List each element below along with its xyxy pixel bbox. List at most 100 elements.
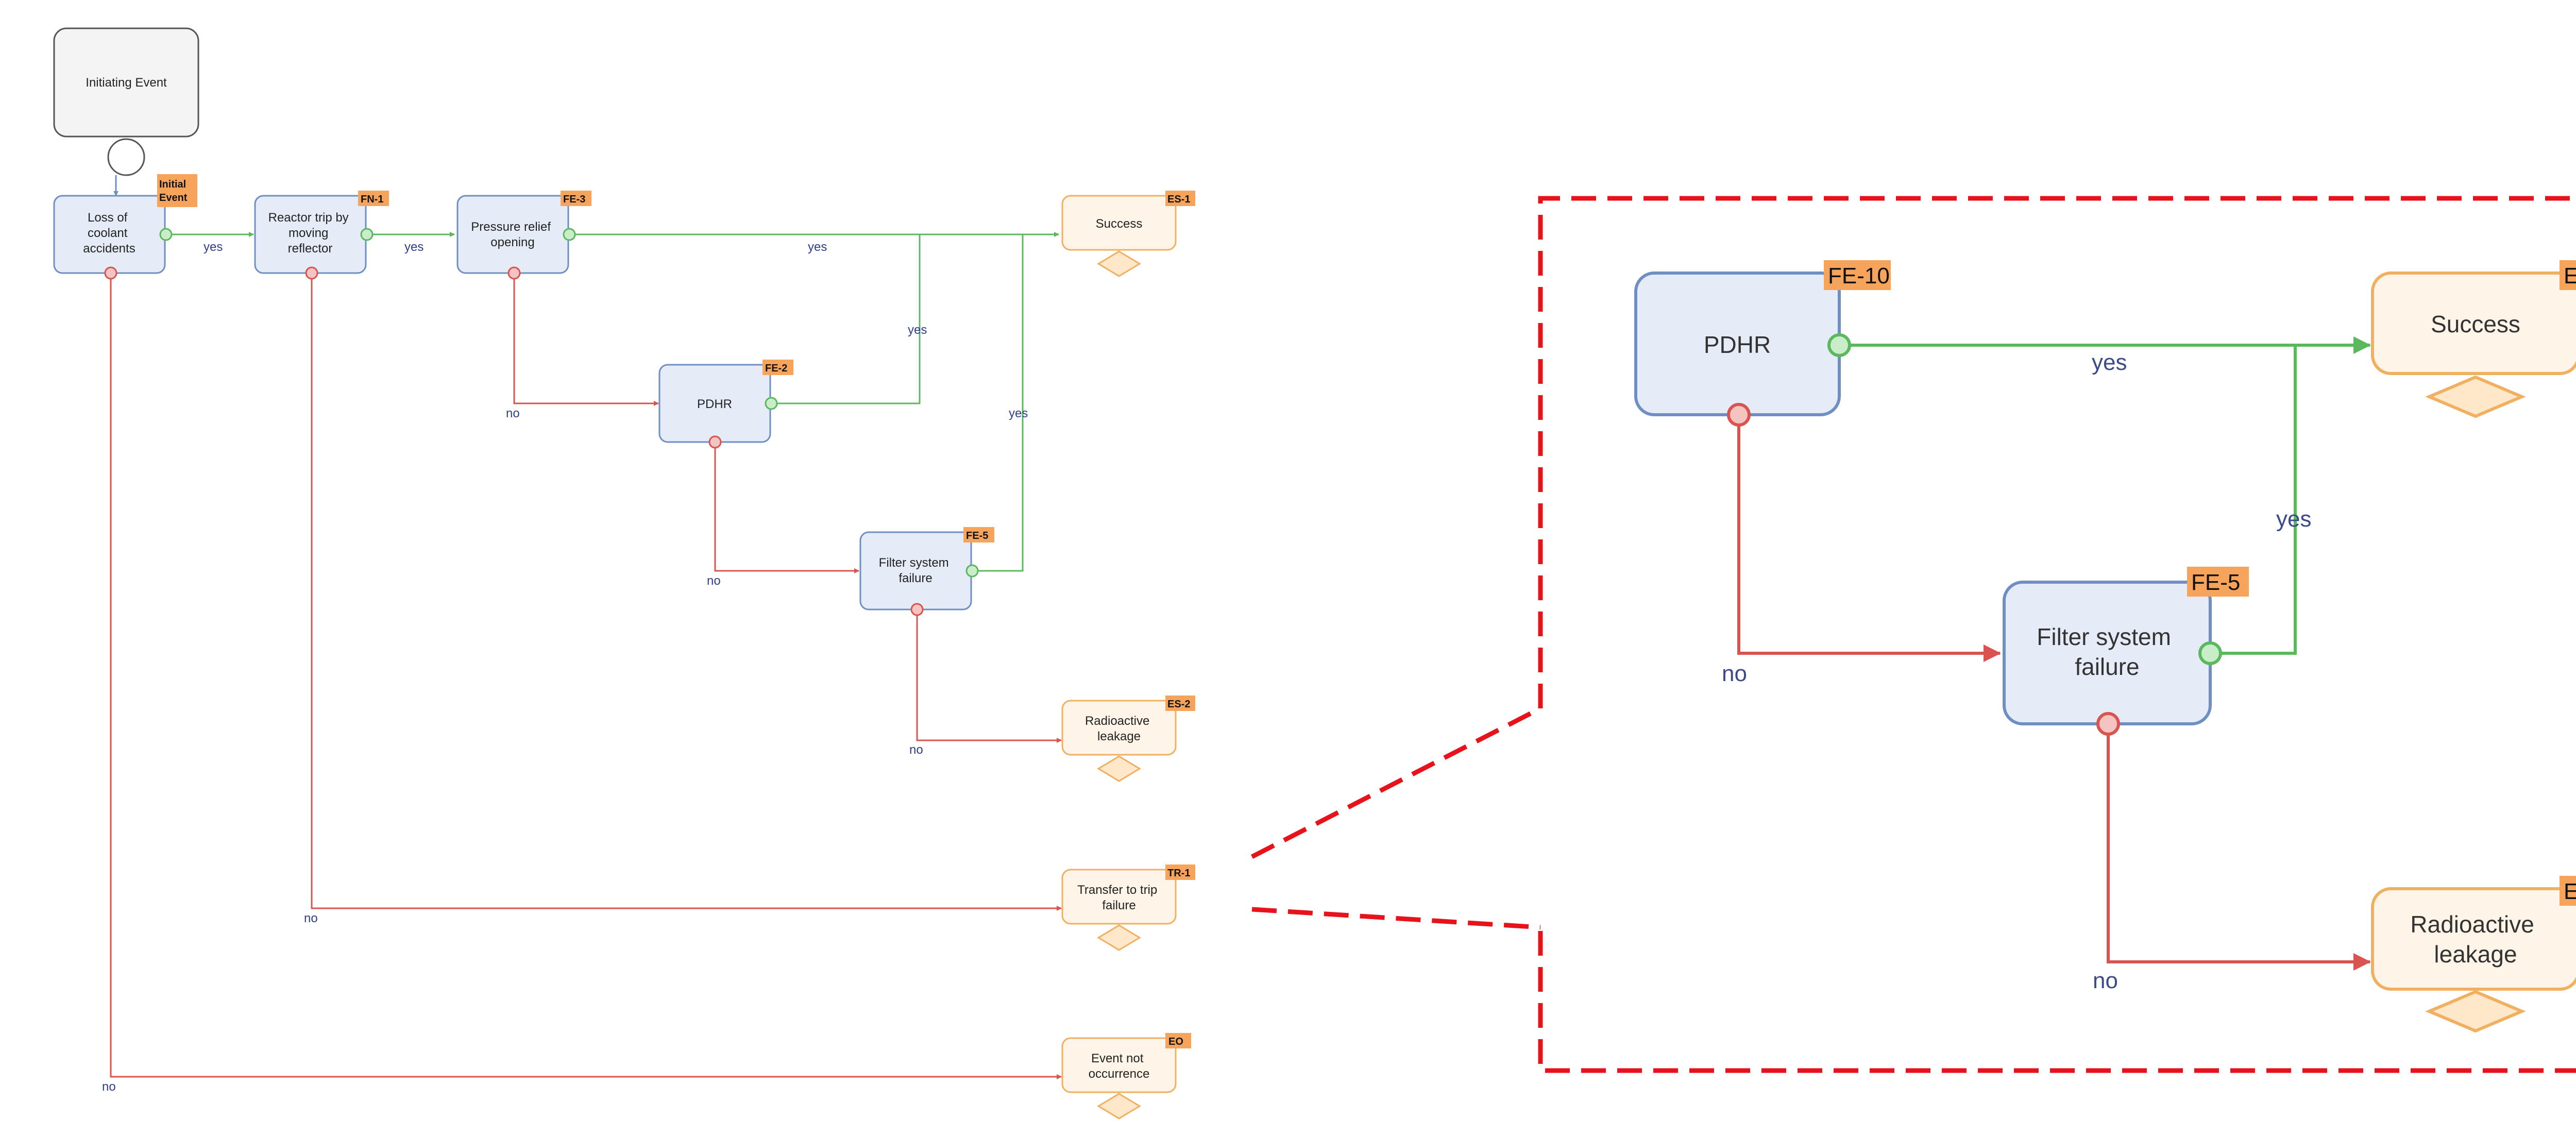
- end-state-transfer-tag: [1165, 864, 1195, 880]
- node-relief-yes-port[interactable]: [563, 228, 576, 241]
- zoom-end-state-success-diamond: [2425, 375, 2526, 418]
- node-relief-tag: [561, 191, 591, 206]
- zoom-edge-label-pdhr-yes: yes: [2092, 350, 2127, 375]
- end-state-leakage-diamond: [1097, 755, 1141, 782]
- end-state-success-tag-label: ES-1: [1167, 194, 1190, 205]
- end-state-not-occurrence-tag-label: EO: [1168, 1036, 1183, 1047]
- zoom-node-filter-label: Filter system failure: [2037, 623, 2177, 680]
- edge-filter-yes: [971, 234, 1024, 572]
- end-state-leakage-tag-label: ES-2: [1167, 699, 1190, 710]
- node-filter-tag: [963, 527, 994, 542]
- zoom-callout: yes yes no no PDHR FE-10 Filter system f…: [1250, 196, 2576, 1073]
- edge-label-loca-no: no: [102, 1080, 116, 1094]
- main-diagram: Initiating Event yes yes yes yes yes no …: [53, 27, 1195, 1120]
- end-state-success[interactable]: Success ES-1: [1061, 191, 1195, 277]
- edge-label-filter-yes: yes: [1009, 406, 1028, 420]
- end-state-transfer-label: Transfer to trip failure: [1077, 883, 1161, 912]
- zoom-edge-pdhr-no: [1737, 415, 2001, 662]
- zoom-node-pdhr[interactable]: PDHR FE-10: [1634, 260, 1891, 427]
- node-relief-tag-label: FE-3: [563, 194, 585, 205]
- edge-filter-no: [916, 609, 1062, 743]
- edge-label-filter-no: no: [909, 743, 923, 757]
- zoom-end-state-leakage-diamond: [2425, 990, 2526, 1033]
- end-state-leakage-label: Radioactive leakage: [1085, 714, 1153, 743]
- node-pdhr-tag-label: FE-2: [765, 363, 787, 374]
- edge-label-trip-no: no: [304, 911, 318, 925]
- node-pdhr-tag: [762, 360, 793, 375]
- edge-label-loca-yes: yes: [204, 240, 223, 254]
- node-loca-label: Loss of coolant accidents: [83, 211, 135, 256]
- zoom-node-pdhr-label: PDHR: [1704, 331, 1771, 358]
- edge-label-relief-no: no: [506, 406, 520, 420]
- node-loca-no-port[interactable]: [104, 266, 117, 280]
- zoom-edge-label-filter-no: no: [2093, 968, 2118, 993]
- node-loca-yes-port[interactable]: [159, 228, 173, 241]
- node-loca-tag: [157, 174, 197, 207]
- node-pdhr-label: PDHR: [697, 397, 732, 411]
- edge-label-trip-yes: yes: [404, 240, 423, 254]
- zoom-node-filter-yes-port[interactable]: [2198, 641, 2222, 665]
- zoom-node-filter-no-port[interactable]: [2096, 712, 2120, 736]
- node-pdhr[interactable]: PDHR FE-2: [658, 360, 793, 449]
- end-state-transfer-tag-label: TR-1: [1167, 868, 1190, 879]
- end-state-not-occurrence-diamond: [1097, 1093, 1141, 1120]
- node-filter-yes-port[interactable]: [965, 564, 979, 578]
- node-filter-no-port[interactable]: [910, 603, 924, 616]
- zoom-node-pdhr-tag: [1824, 260, 1891, 290]
- zoom-connector-bottom: [1251, 907, 1541, 930]
- zoom-edge-label-pdhr-no: no: [1722, 661, 1747, 686]
- edge-trip-no: [311, 273, 1062, 911]
- end-state-success-label: Success: [1096, 217, 1143, 231]
- node-relief[interactable]: Pressure relief opening FE-3: [456, 191, 591, 280]
- node-trip[interactable]: Reactor trip by moving reflector FN-1: [254, 191, 389, 280]
- zoom-end-state-leakage-tag-label: ES-2: [2564, 879, 2576, 904]
- node-trip-yes-port[interactable]: [360, 228, 374, 241]
- end-state-not-occurrence-label: Event not occurrence: [1089, 1052, 1150, 1081]
- zoom-node-pdhr-yes-port[interactable]: [1827, 333, 1851, 357]
- zoom-node-pdhr-no-port[interactable]: [1727, 403, 1751, 427]
- edge-loca-no: [110, 273, 1062, 1079]
- zoom-end-state-success[interactable]: Success ES-1: [2371, 260, 2576, 418]
- edge-pdhr-no: [714, 442, 859, 573]
- node-loca-tag-line1: Initial: [159, 179, 186, 190]
- zoom-edge-filter-no: [2107, 724, 2371, 971]
- zoom-edge-filter-yes: [2210, 345, 2297, 655]
- zoom-edge-label-filter-yes: yes: [2276, 506, 2311, 532]
- node-trip-tag-label: FN-1: [361, 194, 383, 205]
- end-state-leakage[interactable]: Radioactive leakage ES-2: [1061, 696, 1195, 782]
- node-loca-tag-line2: Event: [159, 192, 188, 204]
- end-state-transfer[interactable]: Transfer to trip failure TR-1: [1061, 864, 1195, 951]
- node-filter-tag-label: FE-5: [966, 530, 988, 541]
- zoom-end-state-leakage[interactable]: Radioactive leakage ES-2: [2371, 876, 2576, 1033]
- node-trip-no-port[interactable]: [305, 266, 318, 280]
- edge-label-relief-yes: yes: [808, 240, 827, 254]
- edge-label-pdhr-yes: yes: [908, 323, 927, 337]
- zoom-connector-top: [1250, 706, 1542, 859]
- end-state-not-occurrence-tag: [1165, 1033, 1191, 1048]
- node-pdhr-yes-port[interactable]: [765, 397, 778, 410]
- end-state-leakage-tag: [1165, 696, 1195, 711]
- zoom-end-state-success-tag: [2560, 260, 2576, 290]
- node-trip-tag: [358, 191, 389, 206]
- edge-pdhr-yes: [770, 234, 921, 404]
- initiating-event-node[interactable]: Initiating Event: [53, 27, 199, 138]
- zoom-node-filter-tag-label: FE-5: [2191, 570, 2240, 595]
- zoom-node-filter-tag: [2187, 567, 2249, 597]
- node-loca[interactable]: Loss of coolant accidents Initial Event: [53, 174, 197, 280]
- zoom-end-state-leakage-label: Radioactive leakage: [2410, 911, 2540, 968]
- node-relief-no-port[interactable]: [507, 266, 521, 280]
- zoom-node-pdhr-tag-label: FE-10: [1828, 263, 1890, 289]
- node-filter[interactable]: Filter system failure FE-5: [859, 527, 994, 616]
- initiating-event-label: Initiating Event: [86, 76, 167, 90]
- node-pdhr-no-port[interactable]: [708, 435, 722, 449]
- end-state-success-diamond: [1097, 250, 1141, 277]
- zoom-end-state-success-tag-label: ES-1: [2564, 263, 2576, 289]
- zoom-border: [1538, 196, 2576, 1073]
- end-state-not-occurrence[interactable]: Event not occurrence EO: [1061, 1033, 1191, 1120]
- zoom-node-filter[interactable]: Filter system failure FE-5: [2003, 567, 2249, 736]
- edge-label-pdhr-no: no: [707, 574, 721, 588]
- node-filter-label: Filter system failure: [879, 556, 953, 585]
- end-state-success-tag: [1165, 191, 1195, 206]
- zoom-end-state-success-label: Success: [2431, 311, 2520, 337]
